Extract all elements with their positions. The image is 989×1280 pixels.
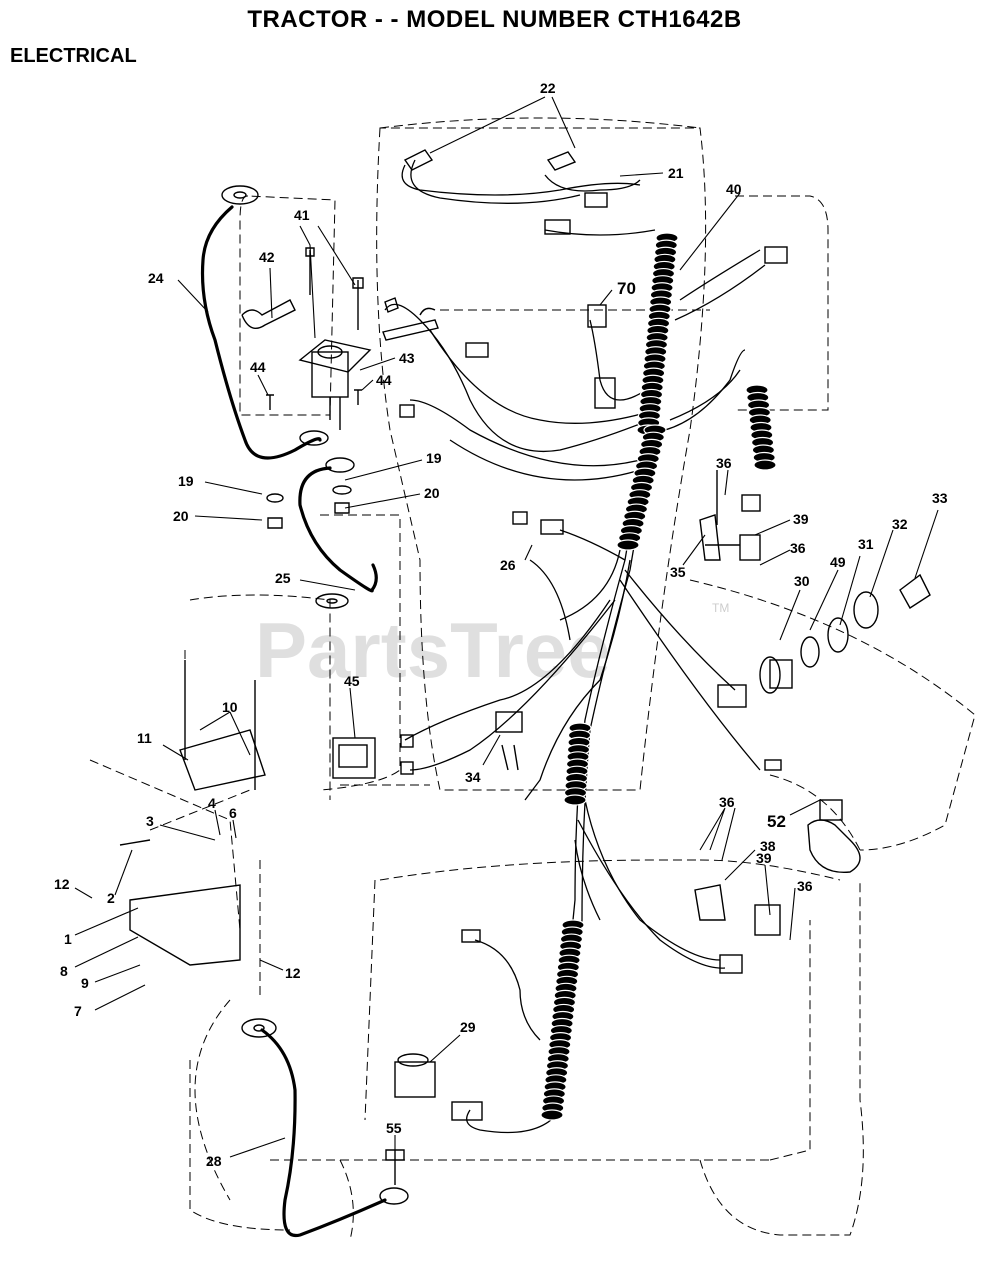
callout-8: 8 <box>60 963 68 979</box>
callout-36c: 36 <box>719 794 735 810</box>
callout-22: 22 <box>540 80 556 96</box>
callout-39b: 39 <box>756 850 772 866</box>
callout-3: 3 <box>146 813 154 829</box>
callout-10: 10 <box>222 699 238 715</box>
callout-21: 21 <box>668 165 684 181</box>
callout-36b: 36 <box>790 540 806 556</box>
callout-25: 25 <box>275 570 291 586</box>
callout-35: 35 <box>670 564 686 580</box>
ignition-switch-group <box>759 573 931 694</box>
callout-36a: 36 <box>716 455 732 471</box>
callout-7: 7 <box>74 1003 82 1019</box>
callout-44b: 44 <box>376 372 392 388</box>
switch-brackets <box>694 470 861 936</box>
callout-29: 29 <box>460 1019 476 1035</box>
callout-9: 9 <box>81 975 89 991</box>
connectors <box>382 246 788 1121</box>
callout-32: 32 <box>892 516 908 532</box>
watermark-tm: TM <box>712 601 729 615</box>
watermark: PartsTree <box>255 606 611 694</box>
callout-43: 43 <box>399 350 415 366</box>
headlight-harness <box>401 149 656 236</box>
callout-38: 38 <box>760 838 776 854</box>
callout-52: 52 <box>767 812 786 831</box>
callout-45: 45 <box>344 673 360 689</box>
harness-sleeves <box>540 232 777 1121</box>
callout-11: 11 <box>137 730 152 746</box>
section-label: ELECTRICAL <box>10 45 137 67</box>
callout-36d: 36 <box>797 878 813 894</box>
battery-cable-25 <box>298 466 378 593</box>
callout-labels: 22 21 40 41 42 24 70 43 44 44 19 19 36 2… <box>54 80 948 1169</box>
ground-cable-28 <box>260 1028 387 1238</box>
callout-19a: 19 <box>178 473 194 489</box>
starter-solenoid <box>241 247 372 430</box>
callout-39a: 39 <box>793 511 809 527</box>
callout-70: 70 <box>617 279 636 298</box>
callout-55: 55 <box>386 1120 402 1136</box>
callout-6: 6 <box>229 805 237 821</box>
callout-4: 4 <box>208 795 216 811</box>
callout-31: 31 <box>858 536 874 552</box>
callout-20b: 20 <box>424 485 440 501</box>
leader-lines <box>74 96 939 1158</box>
callout-2: 2 <box>107 890 115 906</box>
callout-49: 49 <box>830 554 846 570</box>
diagram-title: TRACTOR - - MODEL NUMBER CTH1642B <box>247 6 742 33</box>
callout-40: 40 <box>726 181 742 197</box>
callout-12a: 12 <box>54 876 70 892</box>
callout-44a: 44 <box>250 359 266 375</box>
callout-30: 30 <box>794 573 810 589</box>
callout-12b: 12 <box>285 965 301 981</box>
callout-20a: 20 <box>173 508 189 524</box>
battery-cable-24 <box>200 205 322 460</box>
callout-41: 41 <box>294 207 310 223</box>
cable-terminals <box>221 185 409 1205</box>
callout-19b: 19 <box>426 450 442 466</box>
callout-28: 28 <box>206 1153 222 1169</box>
callout-33: 33 <box>932 490 948 506</box>
callout-1: 1 <box>64 931 72 947</box>
callout-26: 26 <box>500 557 516 573</box>
callout-42: 42 <box>259 249 275 265</box>
callout-34: 34 <box>465 769 481 785</box>
callout-24: 24 <box>148 270 164 286</box>
other-components <box>119 660 523 1185</box>
